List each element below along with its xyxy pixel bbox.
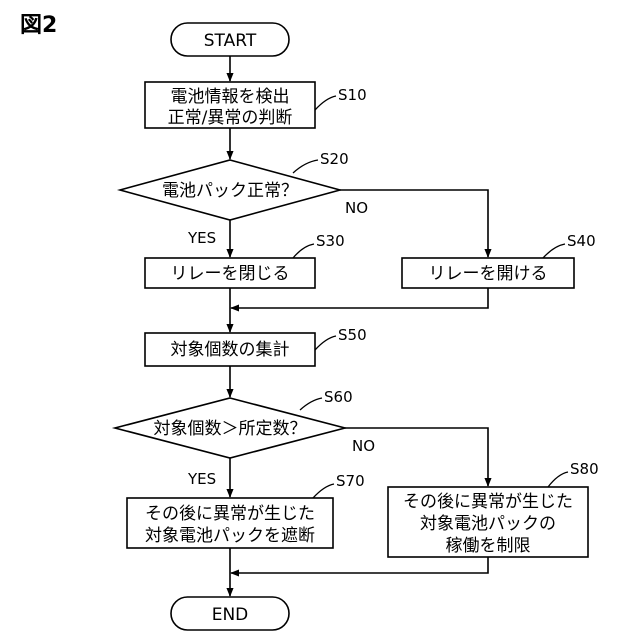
s60-leader-line bbox=[300, 398, 322, 410]
figure-label: 図2 bbox=[20, 13, 57, 38]
s40-text: リレーを開ける bbox=[429, 264, 548, 284]
s70-text-line1: その後に異常が生じた bbox=[145, 504, 315, 524]
s40-leader-line bbox=[543, 244, 565, 258]
s60-text: 対象個数＞所定数？ bbox=[154, 419, 307, 439]
s10-text-line2: 正常/異常の判断 bbox=[168, 108, 293, 128]
s30-text: リレーを閉じる bbox=[171, 264, 290, 284]
s10-leader-line bbox=[315, 96, 336, 110]
edge-s80-merge bbox=[231, 557, 488, 573]
s50-step-label: S50 bbox=[338, 326, 367, 344]
s70-leader-line bbox=[313, 484, 334, 498]
s10-text-line1: 電池情報を検出 bbox=[171, 87, 290, 107]
s60-no-label: NO bbox=[352, 437, 375, 455]
s80-step-label: S80 bbox=[570, 460, 599, 478]
s20-text: 電池パック正常？ bbox=[162, 181, 298, 201]
s10-step-label: S10 bbox=[338, 86, 367, 104]
s20-no-label: NO bbox=[345, 199, 368, 217]
s80-text-line3: 稼働を制限 bbox=[446, 536, 531, 556]
s20-leader-line bbox=[293, 160, 318, 173]
s20-step-label: S20 bbox=[320, 150, 349, 168]
s50-text: 対象個数の集計 bbox=[171, 340, 290, 360]
edge-s40-merge bbox=[231, 288, 488, 308]
start-text: START bbox=[204, 31, 257, 51]
s50-leader-line bbox=[315, 336, 336, 350]
s60-step-label: S60 bbox=[324, 388, 353, 406]
s40-step-label: S40 bbox=[567, 232, 596, 250]
s30-step-label: S30 bbox=[316, 232, 345, 250]
s70-text-line2: 対象電池パックを遮断 bbox=[145, 526, 315, 546]
s80-text-line1: その後に異常が生じた bbox=[403, 492, 573, 512]
s80-text-line2: 対象電池パックの bbox=[420, 514, 556, 534]
s60-yes-label: YES bbox=[187, 470, 216, 488]
end-text: END bbox=[212, 605, 249, 625]
s70-step-label: S70 bbox=[336, 472, 365, 490]
s30-leader-line bbox=[293, 244, 314, 258]
s80-leader-line bbox=[548, 472, 568, 487]
s20-yes-label: YES bbox=[187, 229, 216, 247]
